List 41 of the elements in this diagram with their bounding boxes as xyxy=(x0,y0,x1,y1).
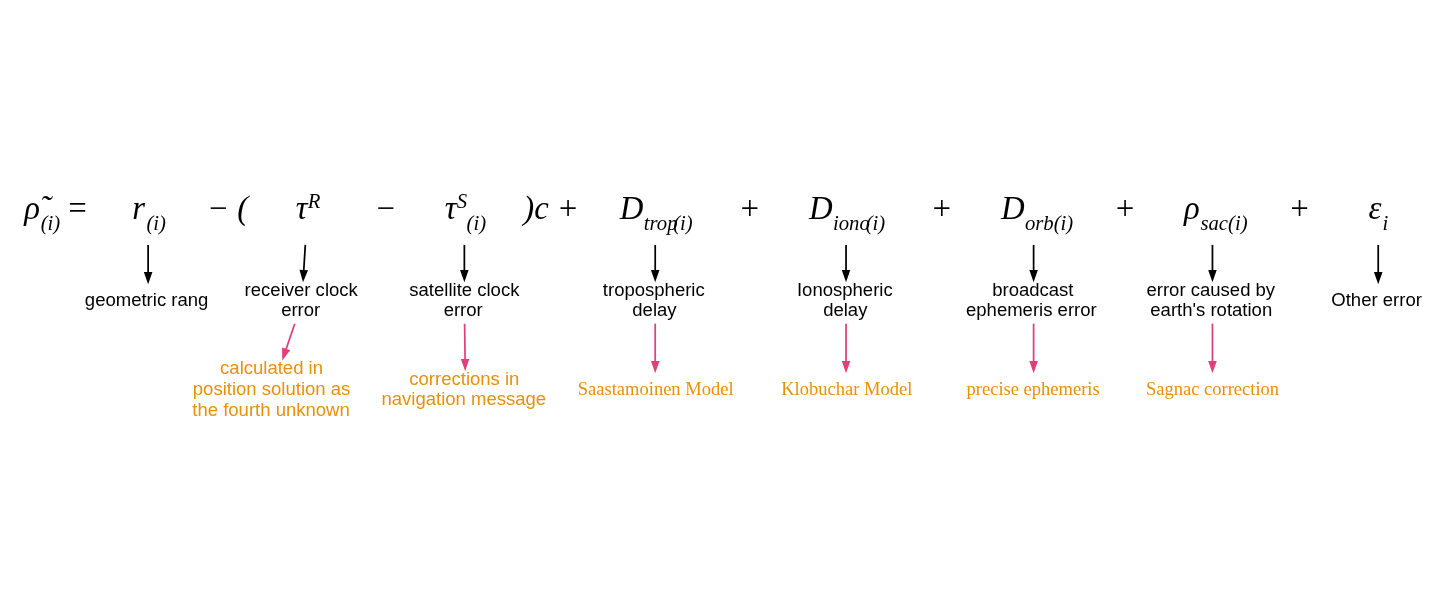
node-text: receiver clock error xyxy=(244,278,358,321)
arrow xyxy=(841,244,851,283)
node-text: ρ$_{sac(i)}$ xyxy=(1184,189,1248,234)
arrow xyxy=(650,322,660,374)
label: − ( xyxy=(207,189,249,226)
node-text: r$_{(i)}$ xyxy=(132,189,167,234)
node-text: Klobuchar Model xyxy=(781,377,913,399)
label: ρ̃$_{(i)}$ = xyxy=(24,189,89,234)
label: )c + xyxy=(523,189,579,226)
node-text: Other error xyxy=(1331,289,1422,311)
node-text: broadcast ephemeris error xyxy=(966,278,1097,321)
label: + xyxy=(1288,189,1311,226)
node-text: satellite clock error xyxy=(409,278,520,321)
node-text: τ$^{R}$ xyxy=(295,189,321,226)
node-text: geometric rang xyxy=(84,289,209,311)
arrow xyxy=(1029,244,1038,283)
node-text: Sagnac correction xyxy=(1145,377,1280,399)
node-text: tropospheric delay xyxy=(602,278,705,321)
node-text: ε$_{i}$ xyxy=(1368,189,1389,234)
node-text: Ionospheric delay xyxy=(796,278,893,321)
node-text: precise ephemeris xyxy=(966,377,1100,399)
arrow xyxy=(1373,244,1383,285)
arrow xyxy=(299,244,309,283)
node-text: calculated in position solution as the fourth unknown xyxy=(192,357,351,420)
arrow xyxy=(841,322,851,374)
label: − xyxy=(374,189,397,226)
arrow xyxy=(143,244,153,285)
node-text: corrections in navigation message xyxy=(381,367,547,410)
node-text: error caused by earth's rotation xyxy=(1146,278,1276,321)
arrow xyxy=(1208,244,1217,283)
label: + xyxy=(1113,189,1136,226)
label: + xyxy=(738,189,761,226)
arrow xyxy=(282,322,296,361)
label: + xyxy=(930,189,953,226)
arrow xyxy=(1029,322,1038,374)
arrow xyxy=(650,244,660,283)
node-text: Saastamoinen Model xyxy=(577,377,734,399)
arrow xyxy=(460,244,469,283)
arrow xyxy=(460,322,470,372)
arrow xyxy=(1208,322,1217,374)
node-text: D$_{orb(i)}$ xyxy=(1000,189,1074,234)
